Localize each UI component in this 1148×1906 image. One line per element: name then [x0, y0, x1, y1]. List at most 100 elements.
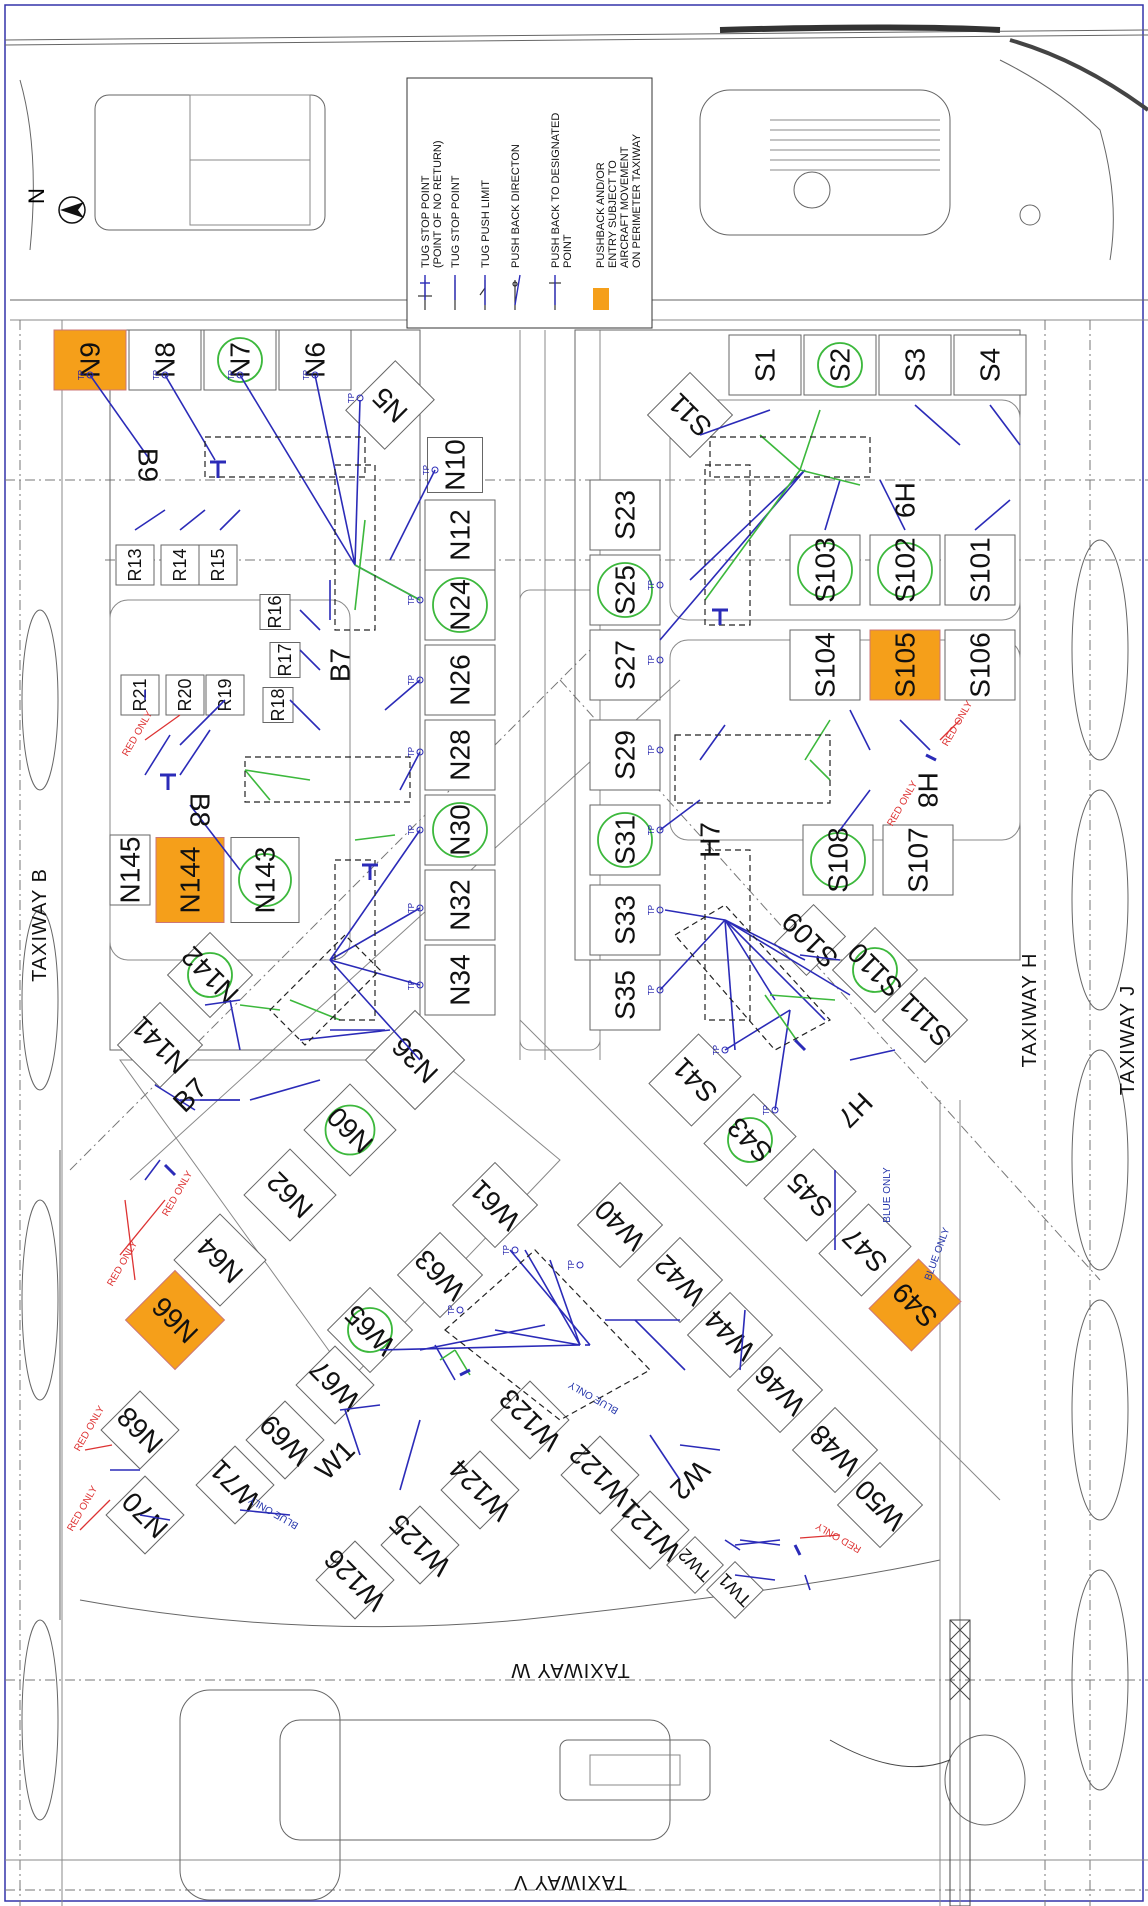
stand-r21[interactable]: R21 — [120, 674, 160, 716]
stand-w40[interactable]: W40 — [576, 1181, 664, 1269]
stand-s3[interactable]: S3 — [878, 334, 952, 396]
stand-r17[interactable]: R17 — [269, 642, 301, 678]
stand-s25-ring — [597, 562, 653, 618]
stand-n142-ring — [187, 952, 233, 998]
stand-n6-box — [278, 329, 352, 391]
tug-stop-point-8 — [416, 676, 424, 684]
stand-n60-box — [303, 1083, 397, 1177]
stand-s2[interactable]: S2 — [803, 334, 877, 396]
stand-n26[interactable]: N26 — [424, 644, 496, 716]
stand-s107[interactable]: S107 — [882, 824, 954, 896]
stand-n66[interactable]: N66 — [124, 1269, 226, 1371]
stand-n36[interactable]: N36 — [364, 1009, 466, 1111]
stand-s11-box — [646, 371, 734, 459]
stand-n24[interactable]: N24 — [424, 569, 496, 641]
stand-s102[interactable]: S102 — [869, 534, 941, 606]
stand-n34[interactable]: N34 — [424, 944, 496, 1016]
stand-n28[interactable]: N28 — [424, 719, 496, 791]
stand-s4[interactable]: S4 — [953, 334, 1027, 396]
stand-s104[interactable]: S104 — [789, 629, 861, 701]
stand-n141-box — [116, 1001, 204, 1089]
stand-r18[interactable]: R18 — [262, 687, 294, 723]
lane-b8-label: B8 — [185, 793, 216, 827]
stand-s108-label: S108 — [823, 827, 854, 892]
stand-r20[interactable]: R20 — [165, 674, 205, 716]
stand-n145[interactable]: N145 — [109, 834, 151, 906]
stand-s1[interactable]: S1 — [728, 334, 802, 396]
stand-s103[interactable]: S103 — [789, 534, 861, 606]
stand-n7[interactable]: N7 — [203, 329, 277, 391]
stand-n12-label: N12 — [445, 509, 476, 560]
stand-r14[interactable]: R14 — [160, 544, 200, 586]
stand-tw2[interactable]: TW2 — [666, 1536, 724, 1594]
stand-r15[interactable]: R15 — [198, 544, 238, 586]
stand-s47[interactable]: S47 — [818, 1203, 912, 1297]
stand-w40-box — [576, 1181, 664, 1269]
stand-s33[interactable]: S33 — [589, 884, 661, 956]
tp-label-14: TP — [647, 655, 656, 665]
stand-n6[interactable]: N6 — [278, 329, 352, 391]
stand-s41[interactable]: S41 — [648, 1033, 742, 1127]
tug-stop-point-23 — [576, 1261, 584, 1269]
stand-n30[interactable]: N30 — [424, 794, 496, 866]
stand-w50[interactable]: W50 — [836, 1461, 924, 1549]
blue-only-note-3: BLUE ONLY — [567, 1378, 621, 1415]
stand-n30-ring — [432, 802, 488, 858]
stand-s105-box — [869, 629, 941, 701]
stand-n9[interactable]: N9 — [53, 329, 127, 391]
stand-s108[interactable]: S108 — [802, 824, 874, 896]
stand-n5[interactable]: N5 — [345, 360, 435, 450]
stand-s31-box — [589, 804, 661, 876]
stand-w63[interactable]: W63 — [396, 1231, 484, 1319]
stand-w124[interactable]: W124 — [435, 1445, 526, 1536]
stand-n10[interactable]: N10 — [427, 437, 483, 493]
stand-s45[interactable]: S45 — [763, 1148, 857, 1242]
stand-s105[interactable]: S105 — [869, 629, 941, 701]
stand-s31[interactable]: S31 — [589, 804, 661, 876]
stand-w65[interactable]: W65 — [326, 1286, 414, 1374]
stand-s31-label: S31 — [610, 815, 641, 865]
tug-stop-point-14 — [656, 656, 664, 664]
stand-s106[interactable]: S106 — [944, 629, 1016, 701]
stand-s29[interactable]: S29 — [589, 719, 661, 791]
stand-n143[interactable]: N143 — [230, 837, 300, 923]
stand-s49[interactable]: S49 — [868, 1258, 962, 1352]
stand-n10-box — [427, 437, 483, 493]
stand-s27[interactable]: S27 — [589, 629, 661, 701]
stand-s11[interactable]: S11 — [646, 371, 734, 459]
stand-n8[interactable]: N8 — [128, 329, 202, 391]
stand-s35[interactable]: S35 — [589, 959, 661, 1031]
stand-w61-box — [451, 1161, 539, 1249]
stand-r19[interactable]: R19 — [205, 674, 245, 716]
stand-w44[interactable]: W44 — [686, 1291, 774, 1379]
stand-w46[interactable]: W46 — [736, 1346, 824, 1434]
stand-s23[interactable]: S23 — [589, 479, 661, 551]
stand-n144[interactable]: N144 — [155, 837, 225, 923]
lane-h9-label: H9 — [890, 482, 921, 518]
stand-n62[interactable]: N62 — [243, 1148, 337, 1242]
stand-r16[interactable]: R16 — [259, 594, 291, 630]
stand-w48[interactable]: W48 — [791, 1406, 879, 1494]
stand-n70[interactable]: N70 — [105, 1475, 185, 1555]
stand-w42[interactable]: W42 — [636, 1236, 724, 1324]
stand-w123[interactable]: W123 — [485, 1375, 576, 1466]
stand-n64[interactable]: N64 — [173, 1213, 267, 1307]
blue-only-note-2: BLUE ONLY — [923, 1226, 952, 1282]
stand-s43[interactable]: S43 — [703, 1093, 797, 1187]
stand-s25[interactable]: S25 — [589, 554, 661, 626]
stand-n68[interactable]: N68 — [100, 1390, 180, 1470]
stand-r13-label: R13 — [125, 548, 145, 581]
stand-s1-box — [728, 334, 802, 396]
stand-w124-box — [440, 1450, 520, 1530]
stand-n32[interactable]: N32 — [424, 869, 496, 941]
stand-w61[interactable]: W61 — [451, 1161, 539, 1249]
stand-s101[interactable]: S101 — [944, 534, 1016, 606]
tp-label-15: TP — [647, 745, 656, 755]
stand-n60[interactable]: N60 — [303, 1083, 397, 1177]
stand-r13[interactable]: R13 — [115, 544, 155, 586]
tp-label-11: TP — [407, 903, 416, 913]
stand-n143-ring — [238, 853, 292, 907]
stand-n142[interactable]: N142 — [165, 930, 255, 1020]
stand-n12[interactable]: N12 — [424, 499, 496, 571]
